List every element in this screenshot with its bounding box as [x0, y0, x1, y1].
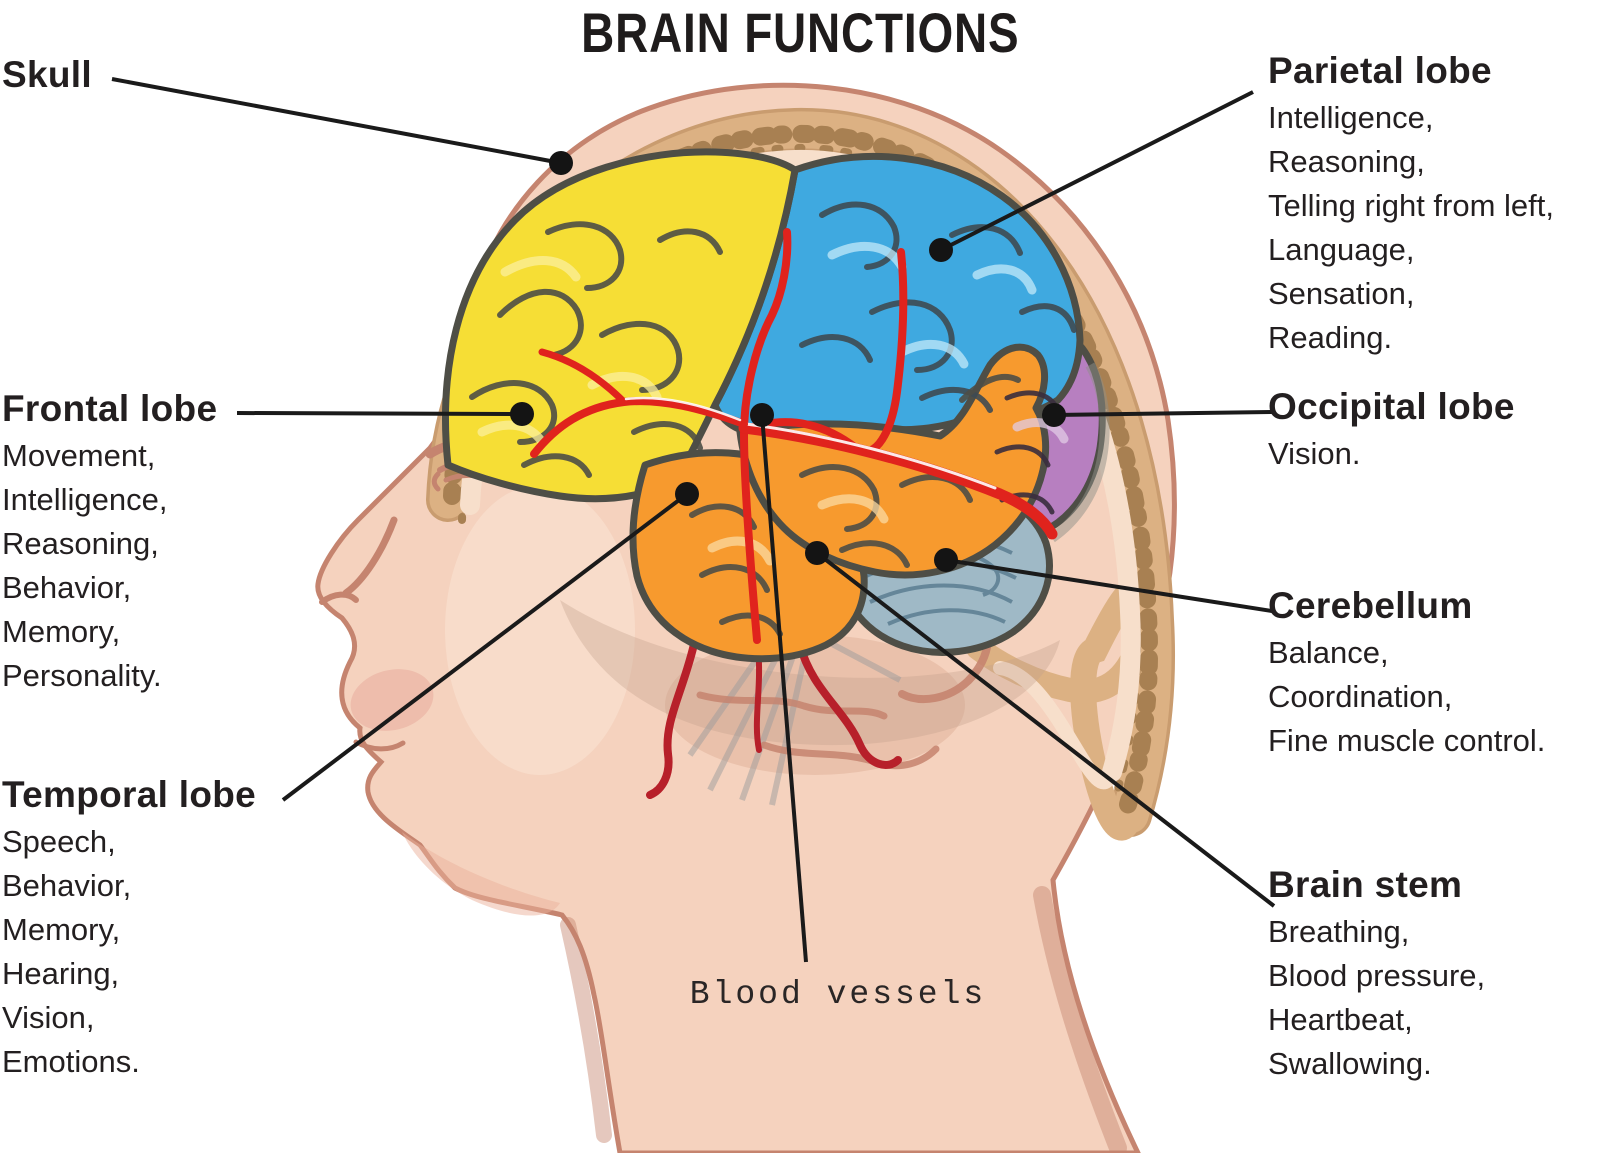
page-title-text: BRAIN FUNCTIONS [580, 1, 1020, 64]
label-occipital-lobe: Occipital lobe Vision. [1268, 384, 1515, 476]
label-frontal-lobe: Frontal lobe Movement, Intelligence, Rea… [2, 386, 217, 698]
occipital-shadow [1049, 362, 1110, 543]
leader-lines [111, 77, 1276, 963]
parietal-heading: Parietal lobe [1268, 50, 1492, 91]
label-blood-vessels: Blood vessels [689, 976, 987, 1013]
leader-dot-cerebellum [934, 548, 958, 572]
function-line: Memory, [2, 614, 121, 649]
frontal-heading: Frontal lobe [2, 388, 218, 429]
label-brain-stem: Brain stem Breathing, Blood pressure, He… [1268, 862, 1485, 1086]
eye-corner [431, 471, 441, 492]
function-line: Language, [1268, 232, 1415, 267]
cheek-highlight [445, 485, 635, 775]
temporal-heading: Temporal lobe [2, 774, 257, 815]
function-line: Breathing, [1268, 914, 1410, 949]
skull-heading: Skull [2, 54, 92, 95]
function-line: Speech, [2, 824, 116, 859]
label-cerebellum: Cerebellum Balance, Coordination, Fine m… [1268, 583, 1545, 763]
page-title: BRAIN FUNCTIONS [0, 0, 1600, 65]
leader-dot-skull [549, 151, 573, 175]
leader-occipital [1053, 410, 1273, 417]
function-line: Hearing, [2, 956, 120, 991]
leader-brain-stem [815, 551, 1276, 908]
leader-dot-occipital [1042, 403, 1066, 427]
artery-along-temporal-core [744, 422, 997, 490]
function-line: Telling right from left, [1268, 188, 1554, 223]
brainstem-fibers [687, 612, 902, 806]
function-line: Movement, [2, 438, 156, 473]
function-line: Personality. [2, 658, 162, 693]
function-line: Balance, [1268, 635, 1389, 670]
under-brain-shadow [665, 635, 965, 775]
leader-skull [111, 77, 562, 165]
function-line: Heartbeat, [1268, 1002, 1413, 1037]
function-line: Memory, [2, 912, 121, 947]
function-line: Emotions. [2, 1044, 140, 1079]
nose-wing [342, 516, 398, 597]
function-line: Vision. [1268, 436, 1361, 471]
cerebellum-heading: Cerebellum [1268, 585, 1473, 626]
leader-dot-blood-vessels [750, 403, 774, 427]
nostril [319, 591, 359, 605]
dangling-vessel-2 [796, 641, 902, 769]
artery-main-up [739, 228, 792, 644]
function-line: Behavior, [2, 868, 132, 903]
function-line: Fine muscle control. [1268, 723, 1546, 758]
function-line: Behavior, [2, 570, 132, 605]
mouth-shadow [350, 669, 434, 731]
leader-dot-parietal [929, 238, 953, 262]
arteries [530, 228, 1058, 644]
inner-skin-band-tail [993, 661, 1119, 790]
dangling-vessel-1 [646, 636, 699, 799]
function-line: Reasoning, [2, 526, 159, 561]
brain-stem-heading: Brain stem [1268, 864, 1463, 905]
label-temporal-lobe: Temporal lobe Speech, Behavior, Memory, … [2, 772, 256, 1084]
label-skull: Skull [2, 52, 92, 100]
function-line: Coordination, [1268, 679, 1453, 714]
leader-dot-brain-stem [805, 541, 829, 565]
neck-vessel-1 [696, 691, 888, 720]
function-line: Swallowing. [1268, 1046, 1432, 1081]
jaw-shadow [402, 832, 560, 916]
occipital-gyri [994, 390, 1069, 515]
function-line: Reading. [1268, 320, 1393, 355]
leader-frontal [236, 411, 523, 416]
artery-up-right [740, 248, 908, 456]
cavity-shadow [560, 600, 1060, 746]
leader-dot-temporal [675, 482, 699, 506]
function-line: Intelligence, [1268, 100, 1434, 135]
frontal-gyri [469, 221, 723, 478]
neck-front-shade [560, 917, 612, 1143]
function-line: Blood pressure, [1268, 958, 1486, 993]
function-line: Sensation, [1268, 276, 1415, 311]
leader-blood-vessels [760, 414, 808, 963]
function-line: Reasoning, [1268, 144, 1425, 179]
artery-left-core [624, 396, 742, 422]
occipital-heading: Occipital lobe [1268, 386, 1515, 427]
leader-dot-frontal [510, 402, 534, 426]
label-parietal-lobe: Parietal lobe Intelligence, Reasoning, T… [1268, 48, 1554, 360]
leader-parietal [940, 90, 1254, 252]
function-line: Vision, [2, 1000, 95, 1035]
artery-left-fork [538, 348, 628, 406]
neck-back-shade [1033, 886, 1127, 1153]
leader-cerebellum [945, 558, 1273, 613]
leader-temporal [281, 492, 689, 802]
function-line: Intelligence, [2, 482, 168, 517]
artery-along-temporal [738, 422, 1058, 540]
